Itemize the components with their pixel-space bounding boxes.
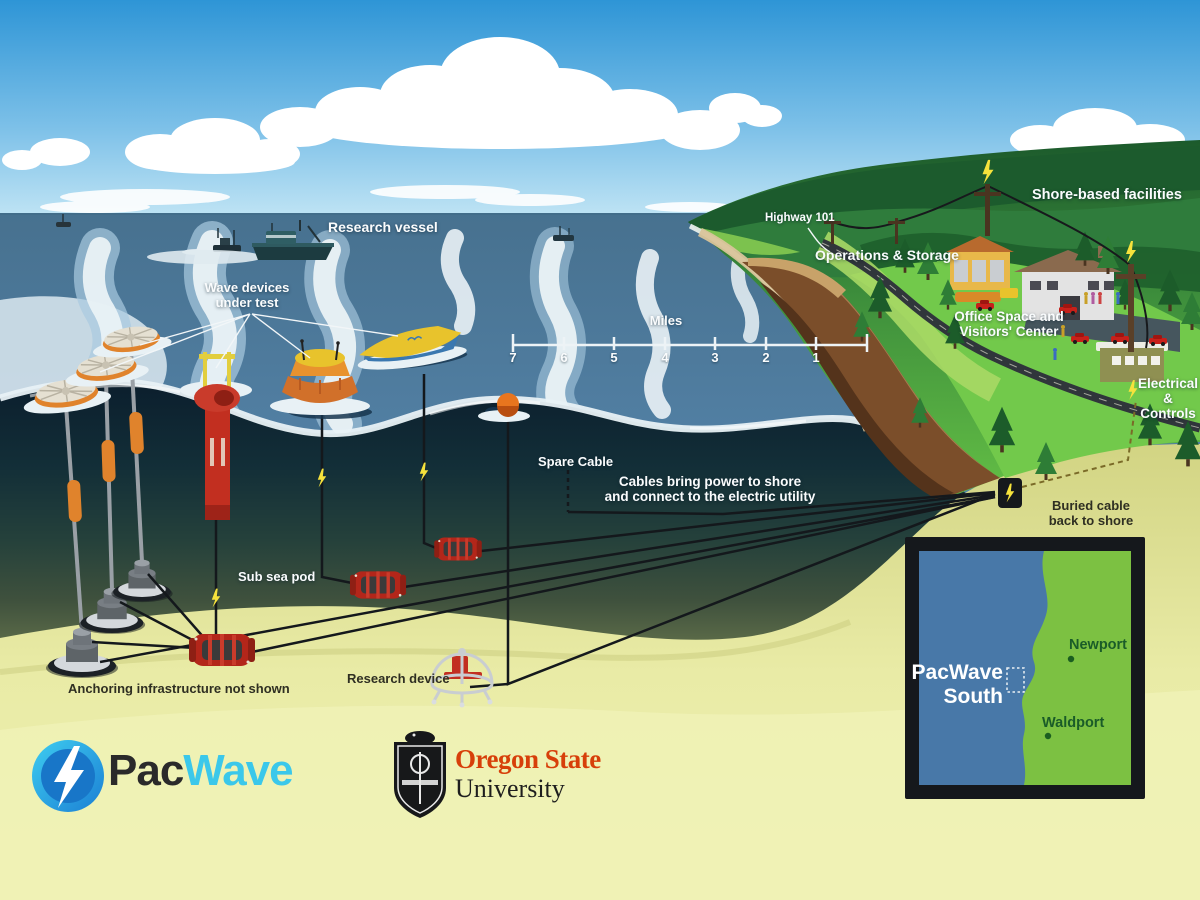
buried-cable-dashed bbox=[1021, 380, 1138, 488]
power-line bbox=[824, 159, 1149, 352]
orange-platform-device bbox=[270, 339, 372, 419]
label-miles: Miles bbox=[649, 313, 683, 328]
cable-network bbox=[91, 374, 996, 689]
label-highway-101: Highway 101 bbox=[765, 212, 835, 224]
scale-tick-label: 5 bbox=[610, 350, 618, 365]
scale-tick-label: 7 bbox=[509, 350, 517, 365]
label-operations-storage: Operations & Storage bbox=[815, 247, 959, 263]
red-spar-device bbox=[180, 352, 252, 520]
label-spare-cable: Spare Cable bbox=[538, 454, 614, 469]
research-vessel-illustration bbox=[147, 220, 334, 264]
inset-map-site-label: PacWave South bbox=[911, 661, 1003, 708]
office-building bbox=[1014, 246, 1122, 320]
label-office-space: Office Space and Visitors' Center bbox=[954, 309, 1064, 340]
pacwave-logo-part2: Wave bbox=[183, 746, 293, 795]
scale-tick-label: 2 bbox=[762, 350, 770, 365]
osu-logo-line2: University bbox=[455, 774, 565, 803]
label-electrical-controls: Electrical & Controls bbox=[1137, 376, 1199, 422]
operations-building bbox=[946, 236, 1018, 302]
pacwave-logo-part1: Pac bbox=[108, 746, 184, 795]
osu-crest-icon bbox=[394, 731, 446, 818]
clouds bbox=[2, 37, 1200, 213]
osu-logo-line1: Oregon State bbox=[455, 744, 601, 774]
inset-map bbox=[905, 537, 1145, 799]
pacwave-logo-text: PacWave bbox=[108, 746, 294, 796]
inset-map-town-newport: Newport bbox=[1069, 637, 1127, 653]
scale-tick-label: 3 bbox=[711, 350, 719, 365]
label-wave-devices: Wave devices under test bbox=[204, 280, 290, 310]
scale-tick-label: 6 bbox=[560, 350, 568, 365]
waldport-dot bbox=[1044, 732, 1052, 740]
scale-tick-label: 4 bbox=[661, 350, 669, 365]
pacwave-south-site-marker bbox=[1006, 667, 1025, 693]
pacwave-logo-icon bbox=[32, 740, 104, 812]
label-buried-cable: Buried cable back to shore bbox=[1048, 498, 1134, 528]
label-shore-based-facilities: Shore-based facilities bbox=[1032, 187, 1182, 203]
cable-junction-box bbox=[998, 478, 1022, 508]
yellow-boat-device bbox=[357, 325, 468, 370]
miles-scale-bar bbox=[511, 334, 869, 352]
cliff-face bbox=[742, 257, 1000, 499]
label-pointer-lines bbox=[99, 227, 831, 373]
research-device-illustration bbox=[430, 648, 494, 708]
seafloor bbox=[0, 444, 1200, 900]
label-cables-power: Cables bring power to shore and connect … bbox=[604, 474, 816, 505]
anchor-bases bbox=[46, 349, 173, 678]
scale-tick-label: 1 bbox=[812, 350, 820, 365]
label-sub-sea-pod: Sub sea pod bbox=[238, 569, 316, 584]
label-research-vessel: Research vessel bbox=[328, 219, 438, 235]
label-anchoring-note: Anchoring infrastructure not shown bbox=[68, 681, 290, 696]
label-research-device: Research device bbox=[347, 671, 450, 686]
marker-buoy bbox=[478, 393, 530, 422]
inset-map-town-waldport: Waldport bbox=[1042, 715, 1105, 731]
newport-dot bbox=[1067, 655, 1075, 663]
